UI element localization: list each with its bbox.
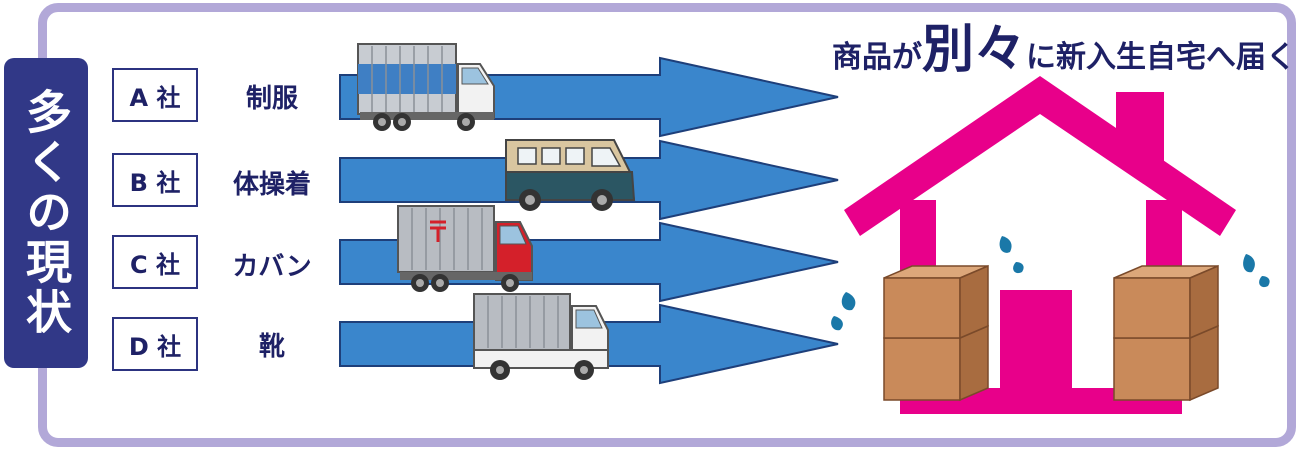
company-label: C 社	[130, 250, 180, 279]
house-door	[1000, 290, 1072, 400]
side-label: 多くの現状	[4, 58, 88, 368]
item-label-shoes: 靴	[258, 332, 286, 362]
item-label-gym-clothes: 体操着	[232, 170, 312, 200]
headline-emphasis: 別々	[922, 20, 1027, 80]
company-box-a: A 社	[112, 68, 198, 122]
company-box-d: D 社	[112, 317, 198, 371]
box-icon	[1113, 264, 1219, 340]
van-icon	[505, 139, 636, 211]
box-truck-icon	[357, 43, 495, 131]
headline: 商品が別々に新入生自宅へ届く	[832, 20, 1296, 88]
postal-mark-icon	[430, 220, 446, 242]
postal-truck-icon	[397, 205, 533, 292]
house-chimney	[1116, 92, 1164, 170]
box-icon	[883, 264, 989, 340]
sweat-drops-icon	[831, 236, 1270, 331]
company-box-b: B 社	[112, 153, 198, 207]
company-label: B 社	[129, 168, 181, 197]
headline-after: に新入生自宅へ届く	[1026, 40, 1297, 75]
item-label-bag: カバン	[232, 252, 312, 282]
house-roof	[844, 76, 1236, 236]
small-truck-icon	[473, 293, 609, 380]
headline-before: 商品が	[832, 40, 922, 75]
company-label: A 社	[129, 83, 181, 112]
company-label: D 社	[128, 332, 182, 361]
item-label-uniform: 制服	[245, 84, 299, 114]
company-box-c: C 社	[112, 235, 198, 289]
cardboard-boxes	[883, 264, 1219, 402]
side-label-text: 多くの現状	[19, 88, 73, 338]
